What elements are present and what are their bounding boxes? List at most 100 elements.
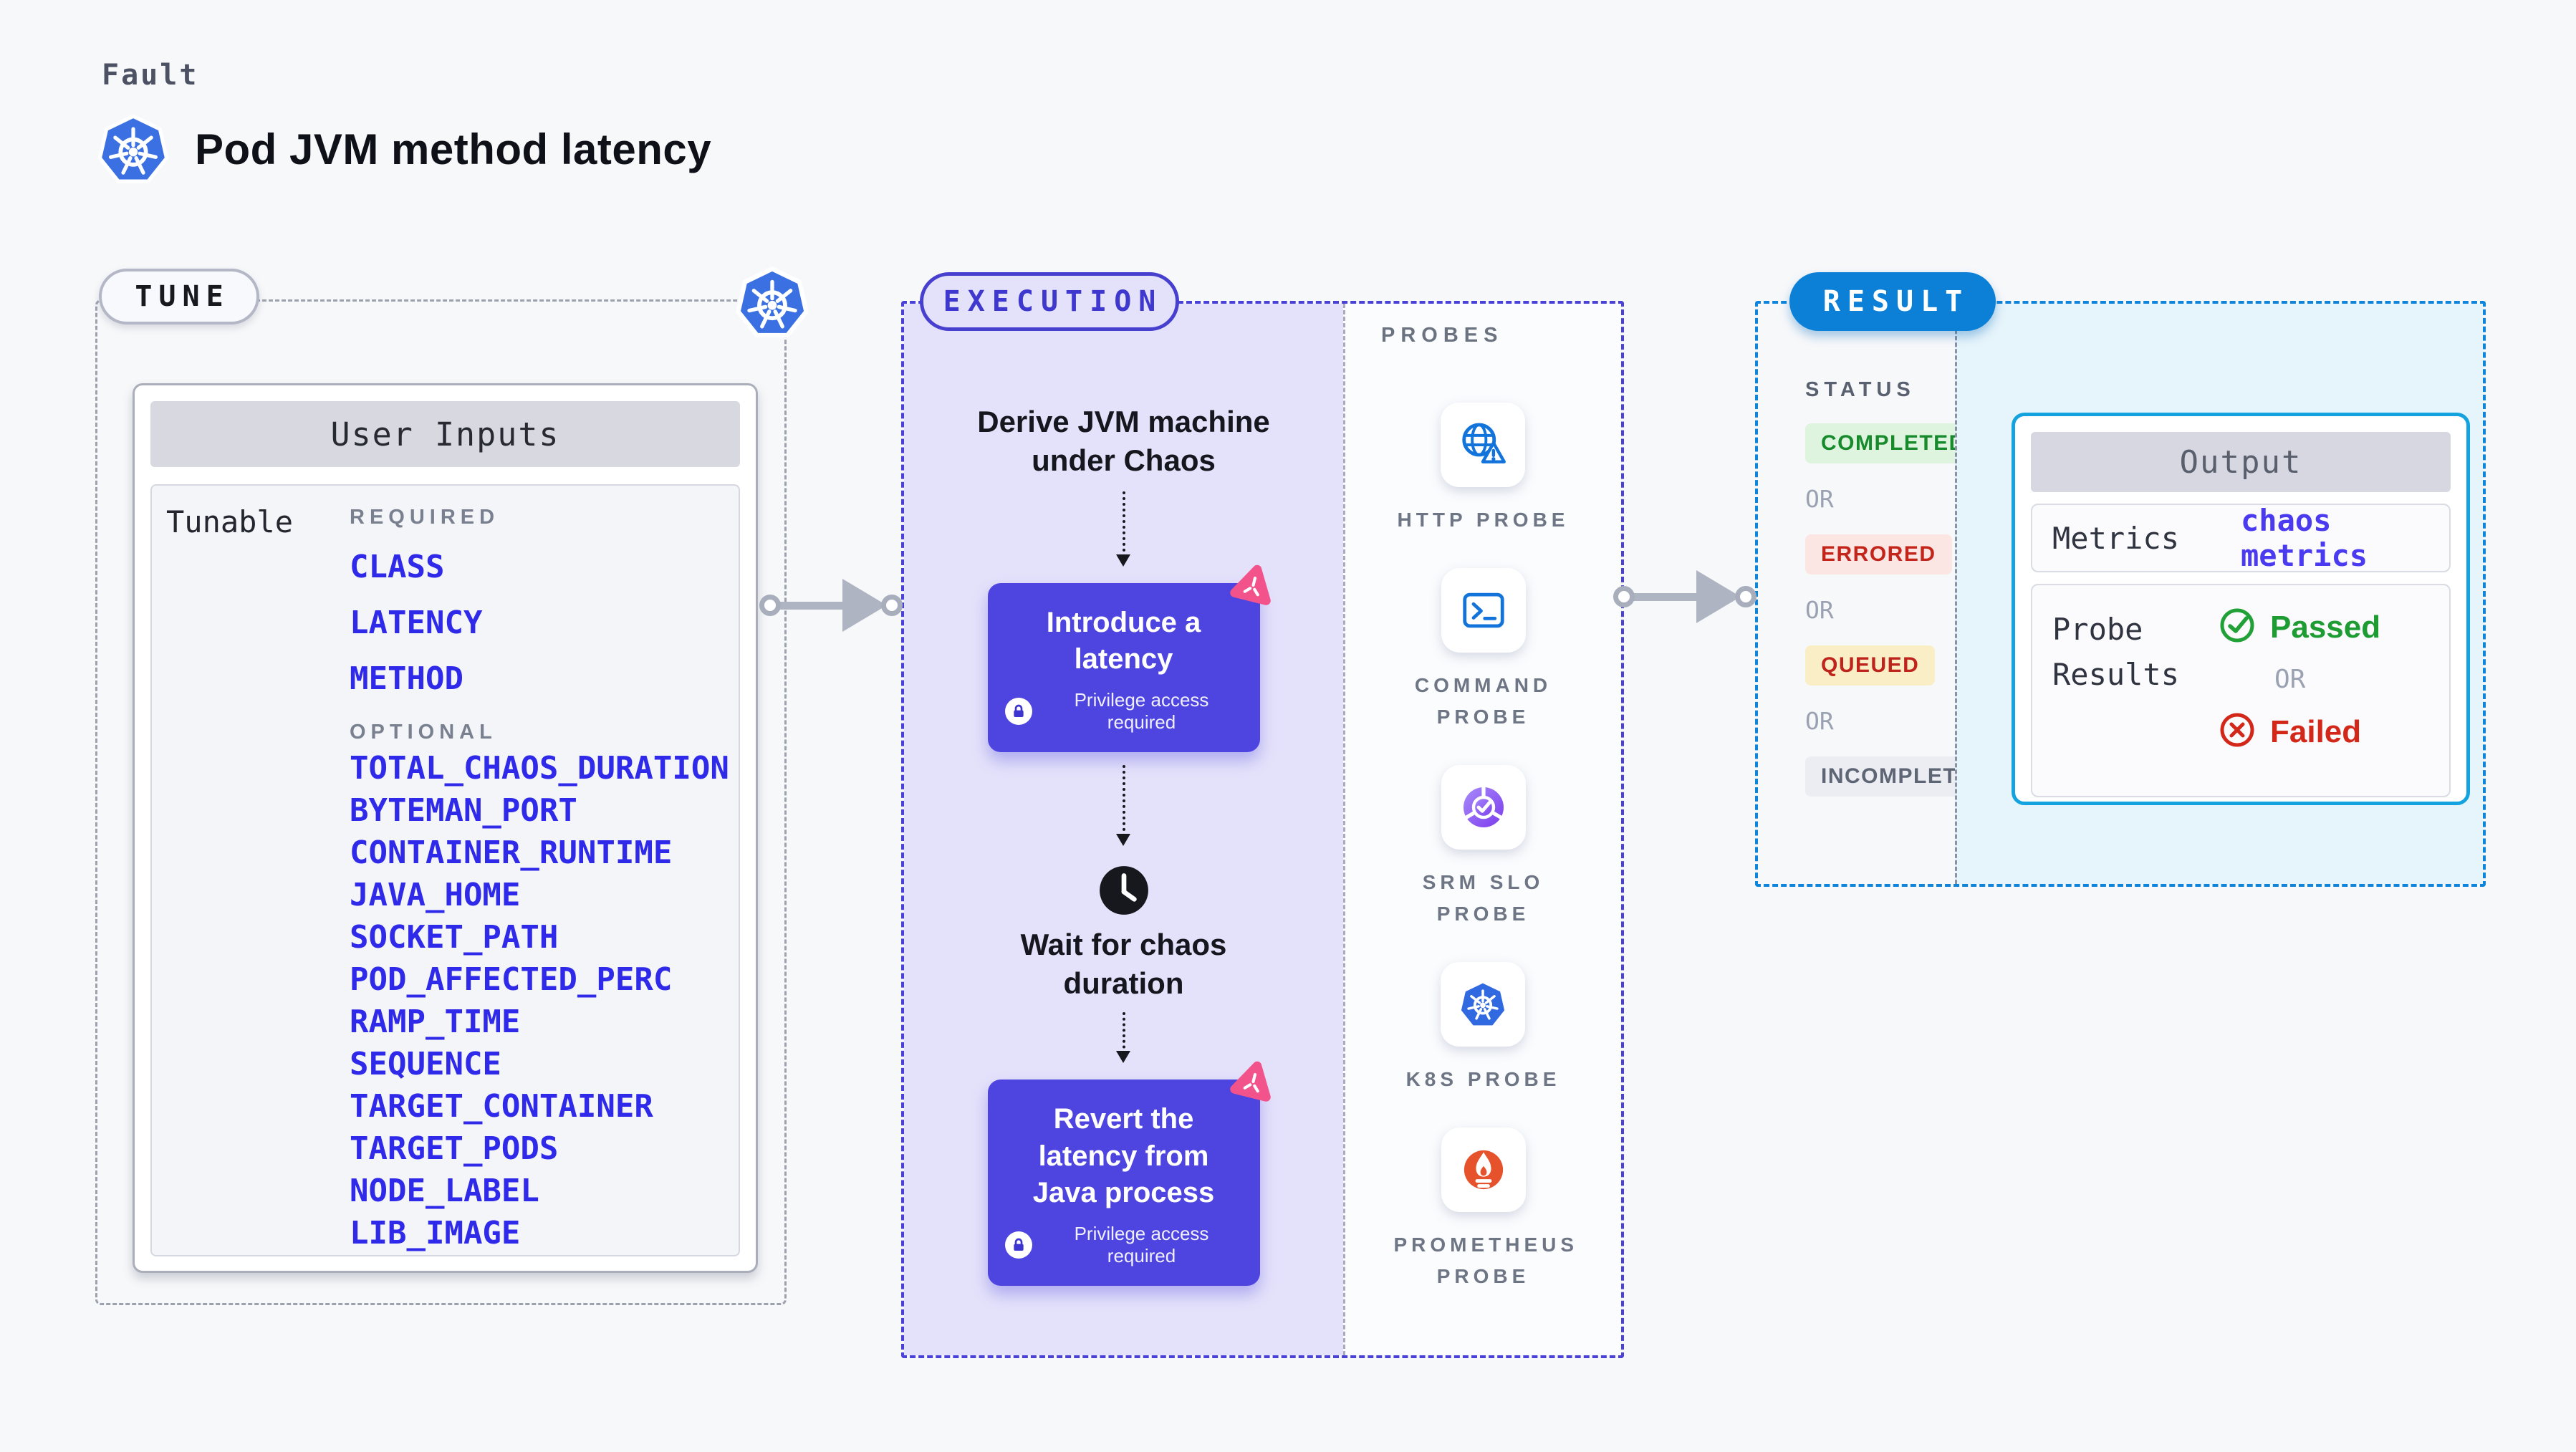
status-badge-errored[interactable]: ERRORED bbox=[1805, 534, 1952, 574]
prometheus-icon bbox=[1441, 1128, 1526, 1213]
kubernetes-icon bbox=[1441, 961, 1526, 1047]
probe-label: HTTP PROBE bbox=[1397, 509, 1570, 531]
litmus-chaos-icon bbox=[1226, 1054, 1280, 1107]
tunable-item[interactable]: CLASS bbox=[350, 549, 445, 585]
arrow-end-node bbox=[881, 595, 903, 616]
privilege-note: Privilege access required bbox=[1004, 688, 1243, 734]
result-section: RESULT STATUS COMPLETED OR ERRORED OR QU… bbox=[1755, 272, 2486, 887]
tunable-item[interactable]: RAMP_TIME bbox=[350, 1004, 521, 1041]
failed-label: Failed bbox=[2270, 713, 2362, 749]
tunable-item[interactable]: BYTEMAN_PORT bbox=[350, 792, 577, 830]
tune-pill[interactable]: TUNE bbox=[99, 269, 259, 324]
output-title: Output bbox=[2031, 432, 2451, 492]
status-column: STATUS COMPLETED OR ERRORED OR QUEUED OR… bbox=[1758, 304, 2005, 884]
or-label: OR bbox=[1805, 707, 1834, 735]
x-circle-icon bbox=[2219, 711, 2256, 752]
status-badge-completed[interactable]: COMPLETED bbox=[1805, 423, 1981, 463]
probe-results-row: Probe Results Passed OR bbox=[2031, 584, 2451, 797]
tunable-item[interactable]: TARGET_PODS bbox=[350, 1130, 559, 1168]
clock-icon bbox=[1097, 864, 1150, 917]
probe-item-srm-slo[interactable]: SRM SLO PROBE bbox=[1394, 765, 1573, 929]
probe-item-k8s[interactable]: K8S PROBE bbox=[1405, 961, 1561, 1095]
probe-label: COMMAND PROBE bbox=[1414, 674, 1552, 728]
probe-label: SRM SLO PROBE bbox=[1422, 871, 1544, 925]
arrow-head-icon bbox=[842, 579, 887, 632]
tunable-item[interactable]: CONTAINER_RUNTIME bbox=[350, 835, 673, 872]
check-circle-icon bbox=[2219, 607, 2256, 648]
tunable-item[interactable]: SEQUENCE bbox=[350, 1046, 501, 1083]
tunable-item[interactable]: TARGET_CONTAINER bbox=[350, 1088, 653, 1125]
page-header: Pod JVM method latency bbox=[96, 112, 711, 186]
probe-item-http[interactable]: HTTP PROBE bbox=[1398, 403, 1570, 535]
execution-flow: Derive JVM machine under Chaos Introduce… bbox=[904, 304, 1343, 1355]
or-label: OR bbox=[2274, 665, 2306, 694]
slo-gauge-icon bbox=[1441, 765, 1526, 850]
arrow-shaft bbox=[779, 601, 845, 610]
step-title: Revert the latency from Java process bbox=[1032, 1103, 1215, 1208]
tunable-row-label: Tunable bbox=[166, 504, 294, 539]
globe-warning-icon bbox=[1441, 403, 1526, 487]
execution-section: EXECUTION Derive JVM machine under Chaos bbox=[901, 272, 1624, 1358]
metrics-row: Metrics chaos metrics bbox=[2031, 503, 2451, 573]
privilege-note: Privilege access required bbox=[1004, 1222, 1243, 1267]
arrow-start-node bbox=[759, 595, 781, 616]
required-header: REQUIRED bbox=[350, 506, 500, 529]
probe-item-command[interactable]: COMMAND PROBE bbox=[1394, 568, 1573, 732]
litmus-chaos-icon bbox=[1226, 557, 1280, 610]
output-card: Output Metrics chaos metrics Probe Resul… bbox=[2012, 413, 2470, 805]
revert-latency-step[interactable]: Revert the latency from Java process Pri… bbox=[987, 1062, 1271, 1286]
probe-label: K8S PROBE bbox=[1405, 1067, 1561, 1090]
tunable-item[interactable]: LATENCY bbox=[350, 605, 483, 642]
tunable-item[interactable]: LIB_IMAGE bbox=[350, 1215, 521, 1252]
probes-panel: PROBES HTTP PROBE bbox=[1343, 304, 1621, 1355]
optional-header: OPTIONAL bbox=[350, 721, 497, 744]
arrow-end-node bbox=[1735, 586, 1756, 607]
status-header: STATUS bbox=[1805, 378, 1916, 401]
tunable-item[interactable]: POD_AFFECTED_PERC bbox=[350, 961, 673, 999]
tune-section: TUNE User Inputs Tunable REQUIRED bbox=[95, 266, 809, 1305]
tunable-item[interactable]: SOCKET_PATH bbox=[350, 919, 559, 956]
passed-line: Passed bbox=[2219, 607, 2380, 648]
tunables-list: REQUIRED CLASS LATENCY METHOD OPTIONAL T… bbox=[350, 506, 729, 1251]
probe-results-label: Probe Results bbox=[2052, 612, 2180, 692]
kubernetes-icon bbox=[96, 112, 170, 186]
step-title: Introduce a latency bbox=[1046, 606, 1201, 675]
tunable-item[interactable]: TOTAL_CHAOS_DURATION bbox=[350, 750, 729, 787]
execution-to-result-arrow bbox=[1613, 570, 1756, 623]
tunable-item[interactable]: NODE_LABEL bbox=[350, 1173, 539, 1210]
tunable-item[interactable]: JAVA_HOME bbox=[350, 877, 521, 914]
introduce-latency-step[interactable]: Introduce a latency Privilege access req… bbox=[987, 564, 1271, 752]
privilege-note-text: Privilege access required bbox=[1074, 1222, 1209, 1266]
probe-list: HTTP PROBE COMMAND PROBE bbox=[1393, 403, 1579, 1292]
arrow-shaft bbox=[1633, 592, 1698, 601]
output-area: Output Metrics chaos metrics Probe Resul… bbox=[1955, 304, 2483, 884]
probe-label: PROMETHEUS PROBE bbox=[1393, 1234, 1579, 1287]
or-label: OR bbox=[1805, 485, 1834, 513]
lock-icon bbox=[1004, 697, 1032, 725]
lock-icon bbox=[1004, 1231, 1032, 1259]
derive-step-title: Derive JVM machine under Chaos bbox=[977, 405, 1270, 477]
wait-step-title: Wait for chaos duration bbox=[1020, 927, 1227, 1000]
arrow-head-icon bbox=[1696, 570, 1741, 623]
probe-item-prometheus[interactable]: PROMETHEUS PROBE bbox=[1393, 1128, 1579, 1292]
probe-results-values: Passed OR Failed bbox=[2219, 607, 2380, 796]
failed-line: Failed bbox=[2219, 711, 2380, 752]
kubernetes-icon bbox=[734, 264, 810, 340]
down-arrow-icon bbox=[1116, 491, 1130, 567]
page-title: Pod JVM method latency bbox=[195, 125, 712, 173]
passed-label: Passed bbox=[2270, 609, 2381, 645]
down-arrow-icon bbox=[1116, 764, 1130, 846]
arrow-start-node bbox=[1613, 586, 1635, 607]
metrics-label: Metrics bbox=[2052, 520, 2180, 556]
execution-pill[interactable]: EXECUTION bbox=[920, 272, 1179, 331]
status-badge-queued[interactable]: QUEUED bbox=[1805, 645, 1936, 686]
user-inputs-card: User Inputs Tunable REQUIRED CLASS LATEN… bbox=[133, 383, 758, 1273]
metrics-value[interactable]: chaos metrics bbox=[2241, 503, 2368, 573]
privilege-note-text: Privilege access required bbox=[1074, 688, 1209, 733]
or-label: OR bbox=[1805, 596, 1834, 624]
terminal-icon bbox=[1441, 568, 1526, 653]
tune-to-execution-arrow bbox=[759, 579, 903, 632]
tunable-item[interactable]: METHOD bbox=[350, 660, 463, 698]
result-pill[interactable]: RESULT bbox=[1789, 272, 1996, 331]
